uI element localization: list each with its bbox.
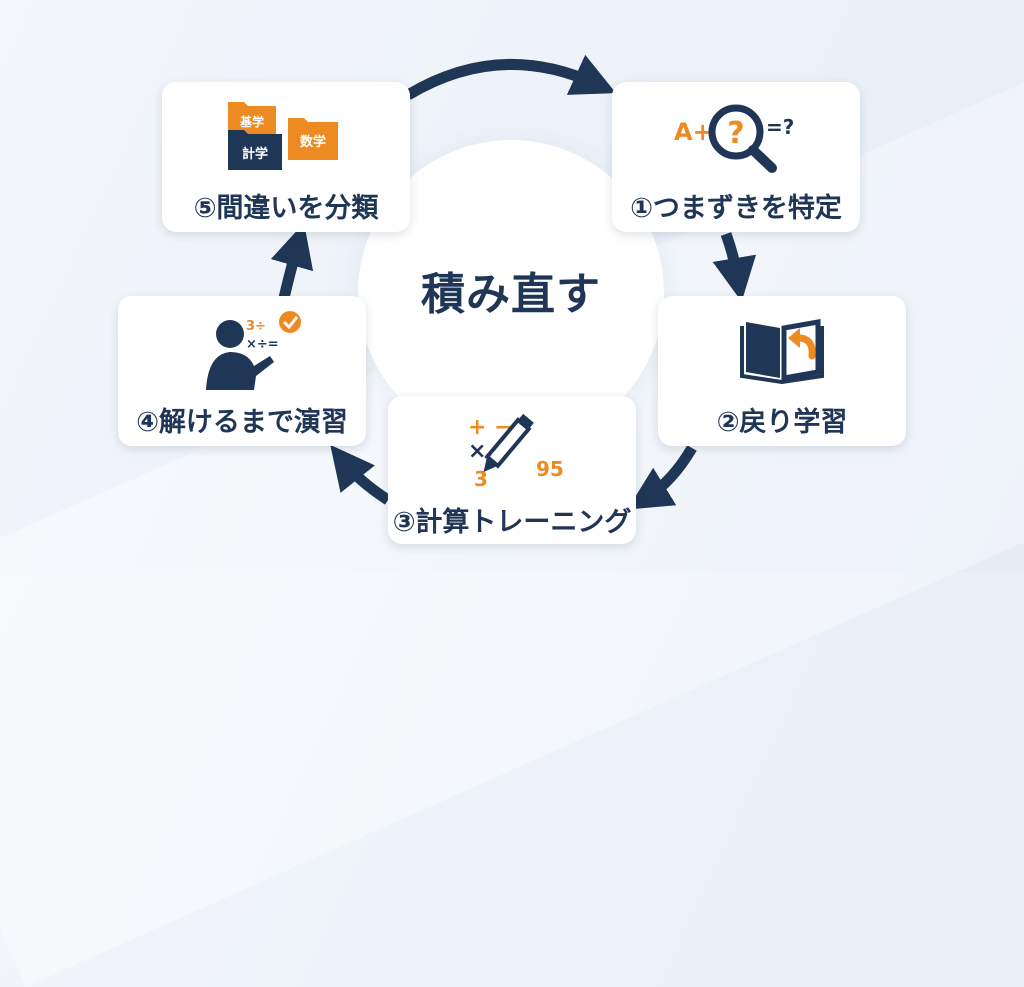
step-label-5: ⑤間違いを分類: [193, 193, 379, 224]
arrow-2-to-3: [627, 445, 697, 510]
cycle-arrows: [270, 54, 757, 510]
step-label-4: ④解けるまで演習: [136, 407, 348, 438]
step-card-5: 基学 計学 数学 ⑤間違いを分類: [162, 82, 410, 232]
math-pencil-icon: + − × ÷ 3 95: [466, 410, 576, 494]
icon-text-middle: ?: [727, 116, 744, 151]
student-practice-icon: 3÷ ×÷=: [200, 310, 310, 396]
step-card-2: ②戻り学習: [658, 296, 906, 446]
icon-r2: ×÷=: [246, 337, 279, 352]
folder-label-3: 数学: [300, 134, 326, 150]
folder-label-1: 基学: [239, 114, 264, 129]
folders-icon: 基学 計学 数学: [226, 96, 346, 180]
icon-n2: 95: [536, 457, 564, 481]
center-label: 積み直す: [421, 269, 601, 320]
step-card-1: A+ ? =? ①つまずきを特定: [612, 82, 860, 232]
arrow-5-to-1: [405, 54, 617, 100]
icon-n1: 3: [474, 467, 488, 490]
icon-text-left: A+: [674, 118, 713, 146]
arrow-4-to-5: [270, 222, 314, 300]
icon-r1: 3÷: [246, 319, 266, 334]
book-return-icon: [740, 314, 830, 388]
folder-label-2: 計学: [242, 146, 268, 162]
step-label-1: ①つまずきを特定: [630, 193, 842, 224]
step-label-2: ②戻り学習: [716, 407, 848, 438]
magnifier-question-icon: A+ ? =?: [674, 94, 804, 178]
step-label-3: ③計算トレーニング: [392, 507, 632, 538]
step-card-3: + − × ÷ 3 95 ③計算トレーニング: [388, 396, 636, 544]
icon-text-right: =?: [766, 115, 794, 139]
arrow-1-to-2: [712, 232, 757, 302]
arrow-3-to-4: [330, 444, 391, 505]
step-card-4: 3÷ ×÷= ④解けるまで演習: [118, 296, 366, 446]
